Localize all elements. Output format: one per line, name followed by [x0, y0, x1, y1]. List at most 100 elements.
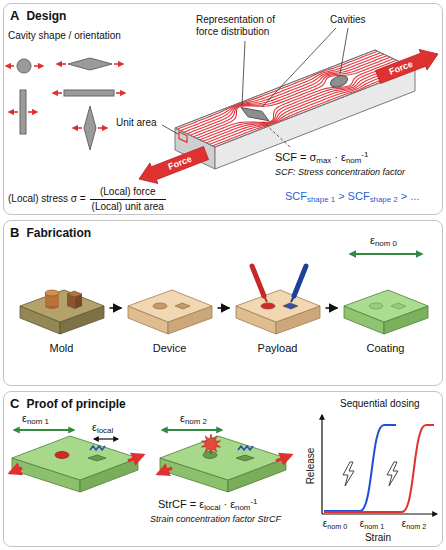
coated-device: [90, 446, 105, 450]
step-illustration: [153, 303, 167, 309]
axis-label: Strain: [365, 532, 391, 543]
callout-label: Representation of force distribution: [196, 14, 275, 37]
panel-header: CProof of principle: [10, 396, 126, 411]
flow-arrow: [218, 307, 230, 309]
callout-label-group: Cavities: [330, 14, 366, 26]
subscript: shape 1: [307, 195, 335, 204]
step-illustration: [283, 303, 298, 309]
strain-arrow: [350, 253, 422, 255]
subscript: nom 0: [375, 239, 397, 248]
callout-label: Cavities: [330, 14, 366, 25]
strain-label-group: εnom 1: [22, 412, 49, 426]
leader-line: [162, 28, 348, 147]
formula-group: (Local) stress σ = (Local) force(Local) u…: [8, 186, 166, 212]
strain-label: ε: [92, 421, 97, 433]
force-label-group: Force: [167, 154, 194, 172]
pull-arrow: [73, 127, 82, 129]
cavity-shape: [64, 90, 114, 96]
panel-header: BFabrication: [10, 225, 91, 240]
trigger-bolt: [343, 462, 354, 486]
flow-arrow: [110, 307, 122, 309]
force-line: [200, 62, 400, 140]
step-caption: Mold: [16, 342, 108, 355]
step-illustration: [128, 290, 212, 322]
coated-device: [160, 436, 286, 480]
pull-arrow: [9, 111, 18, 113]
coated-device: [55, 452, 69, 459]
formula-group: StrCF = εlocal· εnom-1: [158, 497, 257, 512]
force-arrow: [139, 50, 438, 184]
formula: (Local) stress σ =: [8, 193, 86, 205]
slab-outline: [175, 50, 415, 147]
cavity-shape: [84, 106, 96, 150]
subscript: max: [316, 156, 331, 165]
strain-arrow: [14, 430, 222, 439]
pull-arrow: [28, 111, 37, 113]
subscript: nom: [346, 156, 361, 165]
fraction: (Local) force(Local) unit area: [90, 186, 166, 212]
coated-device: [202, 434, 221, 454]
unit-area: [179, 132, 187, 142]
leader-line: [162, 125, 178, 134]
process-step: Device: [124, 262, 216, 355]
pull-arrow: [116, 92, 125, 94]
force-line: [193, 59, 393, 137]
chart-title-group: Sequential dosing: [340, 398, 420, 410]
formula: · ε: [223, 498, 235, 510]
tick-label-group: εnom 2: [402, 518, 426, 531]
subscript: local: [204, 503, 220, 512]
step-illustration: [236, 290, 320, 322]
axis-label: Release: [305, 448, 316, 485]
denominator: (Local) unit area: [90, 199, 166, 213]
step-illustration: [20, 290, 104, 322]
coated-device: [236, 455, 254, 461]
release-curve: [324, 425, 434, 512]
leader-line: [263, 122, 290, 147]
strain-arrow: [162, 429, 222, 431]
step-illustration: [391, 303, 406, 309]
callout-label-group: Representation of force distribution: [196, 14, 296, 37]
pull-arrow: [53, 92, 62, 94]
cavity: [241, 108, 269, 121]
subscript: local: [97, 426, 113, 435]
cavity: [329, 73, 349, 89]
chart-axis: [322, 415, 437, 514]
strain-label: ε: [22, 412, 27, 424]
step-illustration: [369, 303, 383, 309]
formula: > ...: [401, 190, 420, 202]
release-curve: [324, 425, 396, 511]
coated-device: [238, 446, 253, 450]
coated-device: [88, 455, 106, 461]
strain-label-group: εlocal: [92, 421, 113, 435]
force-arrow: [376, 50, 439, 84]
step-illustration: [261, 303, 275, 309]
force-label: Force: [387, 59, 413, 77]
formula-group: SCF = σmax· εnom-1: [275, 150, 368, 165]
section-label-group: Cavity shape / orientation: [8, 30, 121, 42]
strain-arrow: [14, 429, 74, 431]
specimen-slab: [175, 50, 415, 169]
force-line: [190, 57, 390, 135]
pull-arrow: [10, 455, 291, 474]
strain-label-group: εnom 0: [370, 234, 397, 248]
panel-header: ADesign: [10, 8, 66, 23]
step-illustration: [16, 262, 108, 342]
definition-group: SCF: Stress concentration factor: [275, 167, 405, 177]
panel-title: Design: [26, 9, 66, 23]
step-illustration: [344, 290, 428, 322]
pull-arrow: [158, 468, 172, 474]
definition: SCF: Stress concentration factor: [275, 167, 405, 177]
callout-label: Unit area: [116, 117, 157, 128]
formula-group: SCFshape 1> SCFshape 2> ...: [285, 190, 419, 204]
force-line: [187, 56, 387, 134]
step-caption: Coating: [340, 342, 432, 355]
tick-label-group: εnom 1: [360, 518, 384, 531]
subscript: nom 0: [327, 522, 347, 531]
step-illustration: [294, 266, 306, 296]
process-step: Payload: [232, 262, 324, 355]
leader-line: [340, 28, 348, 74]
subscript: nom 2: [406, 522, 426, 531]
superscript: -1: [361, 150, 368, 159]
